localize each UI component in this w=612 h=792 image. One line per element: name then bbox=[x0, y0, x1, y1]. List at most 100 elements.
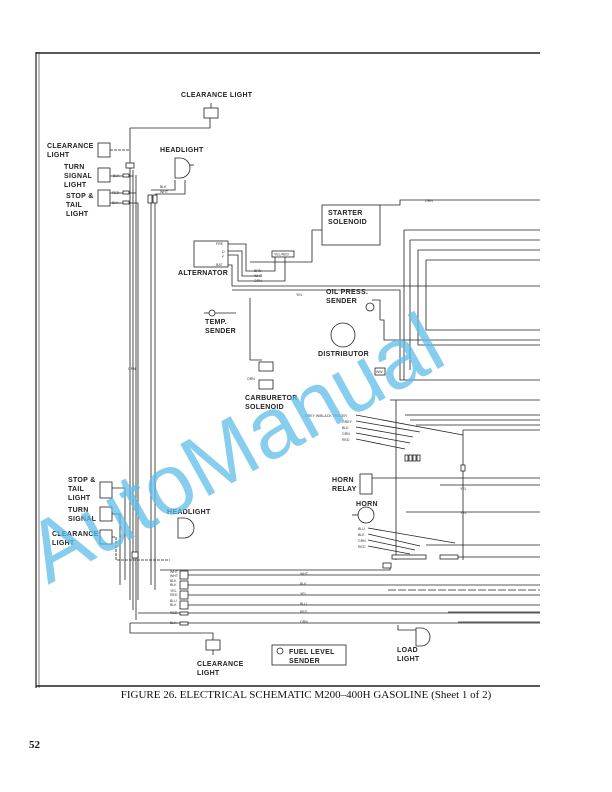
label: LIGHT bbox=[397, 656, 420, 663]
label: TURN bbox=[68, 507, 89, 514]
wire-bundle-middle: GREY W/BLACK TRACER GREY BLK GRN RED YEL… bbox=[305, 399, 540, 560]
label: LOAD bbox=[397, 647, 418, 654]
wire-label: ORN bbox=[254, 279, 262, 283]
carburetor-solenoid: CARBURETOR SOLENOID ORN bbox=[245, 361, 298, 411]
label: LIGHT bbox=[68, 495, 91, 502]
label: LIGHT bbox=[47, 152, 70, 159]
label: SIGNAL bbox=[68, 516, 97, 523]
label: CARBURETOR bbox=[245, 395, 298, 402]
wire-label: YEL bbox=[460, 511, 467, 515]
clearance-light-lower: CLEARANCE LIGHT bbox=[52, 529, 170, 561]
wire-label: BRN bbox=[254, 269, 262, 273]
wire-label: WHT bbox=[300, 572, 309, 576]
label: LIGHT bbox=[64, 182, 87, 189]
label: OIL PRESS. bbox=[326, 289, 368, 296]
wire-label: BAT bbox=[216, 263, 223, 267]
label: ALTERNATOR bbox=[178, 270, 228, 277]
wire-label: BLK bbox=[160, 185, 167, 189]
wire-label: BLK bbox=[170, 603, 177, 607]
wire-label: BLK bbox=[300, 582, 307, 586]
label: SIGNAL bbox=[64, 173, 93, 180]
wire-label: F bbox=[222, 255, 224, 259]
wire-label: YEL bbox=[170, 589, 177, 593]
label: SENDER bbox=[289, 658, 320, 665]
distributor: DISTRIBUTOR WW bbox=[318, 322, 386, 376]
wire-label: ORN bbox=[300, 620, 308, 624]
wire-label: BLK bbox=[342, 426, 349, 430]
wire-label: YEL bbox=[460, 487, 467, 491]
label: STOP & bbox=[66, 193, 94, 200]
wire-label: RED bbox=[342, 438, 350, 442]
wire-label: RED bbox=[112, 191, 120, 195]
label: STOP & bbox=[68, 477, 96, 484]
connector-block-lower: WHT WHT BLK BLK YEL RED BLU BLK RED BLK … bbox=[128, 367, 540, 626]
label: TAIL bbox=[66, 202, 83, 209]
wire-label: WW bbox=[376, 370, 383, 374]
load-light: LOAD LIGHT bbox=[397, 625, 431, 663]
wire-label: GREY bbox=[342, 420, 353, 424]
label: RELAY bbox=[332, 486, 357, 493]
figure-caption: FIGURE 26. ELECTRICAL SCHEMATIC M200–400… bbox=[120, 689, 492, 701]
wire-label: GRN bbox=[342, 432, 350, 436]
watermark: AutoManual bbox=[11, 295, 459, 601]
wire-label: BLK bbox=[358, 533, 365, 537]
wire-label: WHT bbox=[170, 570, 179, 574]
turn-signal-lower: TURN SIGNAL bbox=[68, 506, 121, 585]
wire-label: BLK bbox=[112, 201, 119, 205]
label: STARTER bbox=[328, 210, 363, 217]
clearance-light-top-label: CLEARANCE LIGHT bbox=[181, 92, 253, 99]
wire-label: GRN bbox=[128, 367, 136, 371]
wire-label: RED bbox=[358, 545, 366, 549]
turn-signal-light: TURN SIGNAL LIGHT BLK bbox=[64, 164, 120, 189]
wire-label: BLU bbox=[300, 602, 307, 606]
page-number: 52 bbox=[29, 739, 40, 751]
wire-label: ORN bbox=[247, 377, 255, 381]
wire-label: YEL bbox=[296, 293, 303, 297]
headlight-top: HEADLIGHT BLK WHT bbox=[160, 147, 204, 194]
clearance-light-top: CLEARANCE LIGHT bbox=[181, 92, 253, 119]
wire-label: D bbox=[222, 250, 225, 254]
label: CLEARANCE bbox=[197, 661, 244, 668]
fuel-level-sender: FUEL LEVEL SENDER bbox=[271, 644, 347, 666]
label: TEMP. bbox=[205, 319, 227, 326]
wire-label: RED bbox=[300, 610, 308, 614]
wire-label: BLK bbox=[170, 579, 177, 583]
diagram-frame bbox=[35, 52, 540, 688]
starter-solenoid: STARTER SOLENOID ORN bbox=[250, 199, 540, 263]
wire-label: WHT bbox=[160, 190, 169, 194]
horn-relay: HORN RELAY bbox=[332, 473, 540, 495]
label: LIGHT bbox=[66, 211, 89, 218]
clearance-light-bottom: CLEARANCE LIGHT bbox=[129, 623, 244, 677]
stop-tail-light-lower: STOP & TAIL LIGHT bbox=[68, 477, 126, 580]
wire-label: YEL/RED bbox=[274, 253, 289, 257]
wire-label: WHT bbox=[254, 274, 263, 278]
wire-label: ORN bbox=[425, 199, 433, 203]
wire-label: BLU bbox=[358, 527, 365, 531]
wire-label: FRE bbox=[216, 242, 224, 246]
horn: HORN bbox=[352, 501, 378, 524]
wire-label: RED bbox=[170, 593, 178, 597]
label: LIGHT bbox=[52, 540, 75, 547]
wire-bundle-lower: BLU BLK GRN RED bbox=[160, 527, 540, 623]
label: SENDER bbox=[205, 328, 236, 335]
wire-label: BLK bbox=[170, 583, 177, 587]
temp-sender: TEMP. SENDER bbox=[204, 309, 236, 335]
oil-press-sender: OIL PRESS. SENDER bbox=[326, 289, 375, 312]
label: SOLENOID bbox=[328, 219, 367, 226]
label: CLEARANCE bbox=[52, 531, 99, 538]
label: SENDER bbox=[326, 298, 357, 305]
label: CLEARANCE bbox=[47, 143, 94, 150]
label: SOLENOID bbox=[245, 404, 284, 411]
wire-label: YEL bbox=[300, 592, 307, 596]
wire-label: WHT bbox=[170, 574, 179, 578]
label: HORN bbox=[332, 477, 354, 484]
left-harness bbox=[102, 118, 211, 620]
label: FUEL LEVEL bbox=[289, 649, 335, 656]
label: HORN bbox=[356, 501, 378, 508]
label: LIGHT bbox=[197, 670, 220, 677]
headlight-lower: HEADLIGHT bbox=[167, 509, 211, 539]
wire-label: BLK bbox=[113, 174, 120, 178]
clearance-light-left: CLEARANCE LIGHT bbox=[47, 142, 111, 159]
yel-wire-loop: YEL bbox=[232, 229, 540, 381]
